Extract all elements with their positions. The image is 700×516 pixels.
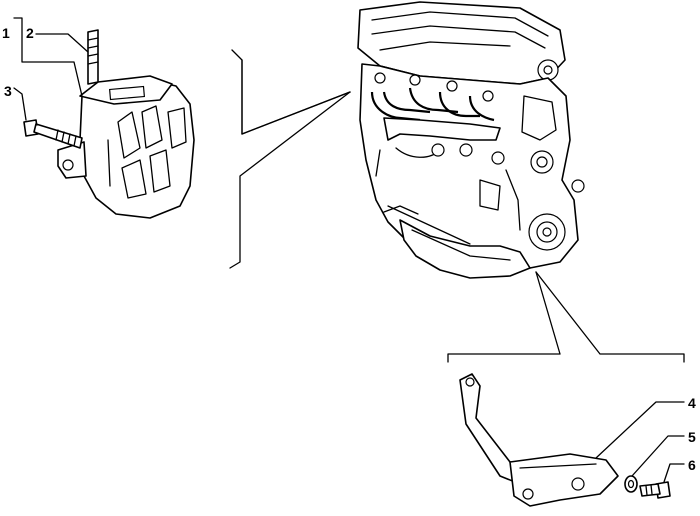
engine-mount-bracket — [23, 29, 195, 219]
callout-2: 2 — [26, 25, 34, 41]
callout-6: 6 — [688, 457, 696, 473]
leader-lines-right — [595, 401, 685, 483]
callout-4: 4 — [688, 395, 696, 411]
callout-5: 5 — [688, 429, 696, 445]
engine-block — [357, 1, 585, 279]
leader-lines-left — [13, 17, 89, 121]
callout-3: 3 — [4, 83, 12, 99]
callout-1: 1 — [2, 25, 10, 41]
support-bracket-assembly — [447, 271, 685, 507]
leader-bracket-left — [229, 49, 351, 269]
